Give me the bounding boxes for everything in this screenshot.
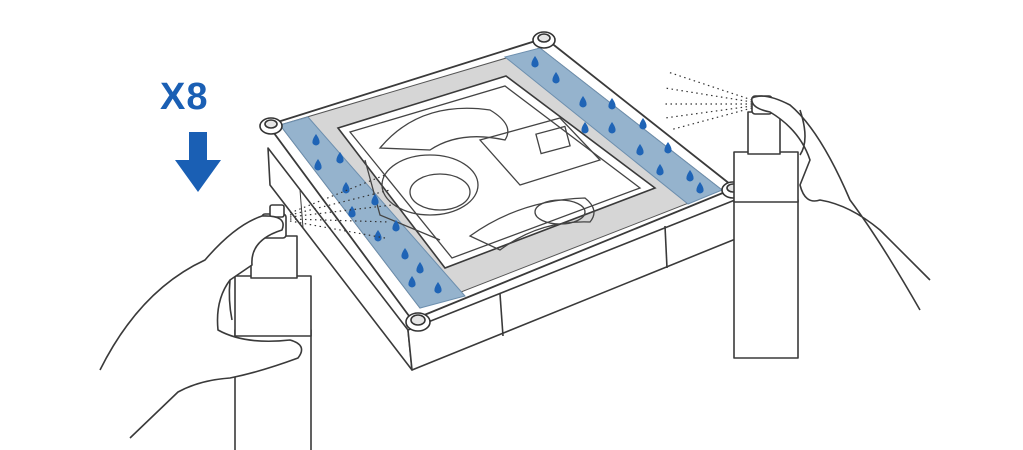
water-drop-icon bbox=[664, 142, 672, 154]
water-drop-icon bbox=[374, 230, 382, 242]
water-drop-icon bbox=[608, 98, 616, 110]
spray-mist-right bbox=[662, 71, 753, 131]
water-drop-icon bbox=[608, 122, 616, 134]
water-drop-icon bbox=[686, 170, 694, 182]
water-drop-icon bbox=[416, 262, 424, 274]
arrow-down-icon bbox=[175, 132, 221, 192]
water-drop-icon bbox=[408, 276, 416, 288]
spray-mist-left bbox=[289, 174, 393, 239]
water-drop-icon bbox=[656, 164, 664, 176]
spray-count-label: X8 bbox=[160, 76, 209, 118]
water-drop-icon bbox=[636, 144, 644, 156]
water-drop-icon bbox=[531, 56, 539, 68]
water-drop-icon bbox=[392, 220, 400, 232]
water-drop-icon bbox=[336, 152, 344, 164]
hand-spray-bottle-left bbox=[99, 204, 312, 450]
wet-zone-left bbox=[279, 116, 466, 309]
water-drop-icon bbox=[314, 159, 322, 171]
water-drop-icon bbox=[579, 96, 587, 108]
water-drop-icon bbox=[371, 194, 379, 206]
water-drop-icon bbox=[312, 134, 320, 146]
water-drops bbox=[312, 56, 704, 294]
water-drop-icon bbox=[581, 122, 589, 134]
water-drop-icon bbox=[552, 72, 560, 84]
water-drop-icon bbox=[342, 182, 350, 194]
corner-posts bbox=[259, 31, 745, 332]
device-top bbox=[267, 37, 736, 321]
water-drop-icon bbox=[348, 206, 356, 218]
water-drop-icon bbox=[434, 282, 442, 294]
water-drop-icon bbox=[696, 182, 704, 194]
hand-spray-bottle-right bbox=[733, 95, 931, 359]
water-drop-icon bbox=[401, 248, 409, 260]
water-drop-icon bbox=[639, 118, 647, 130]
